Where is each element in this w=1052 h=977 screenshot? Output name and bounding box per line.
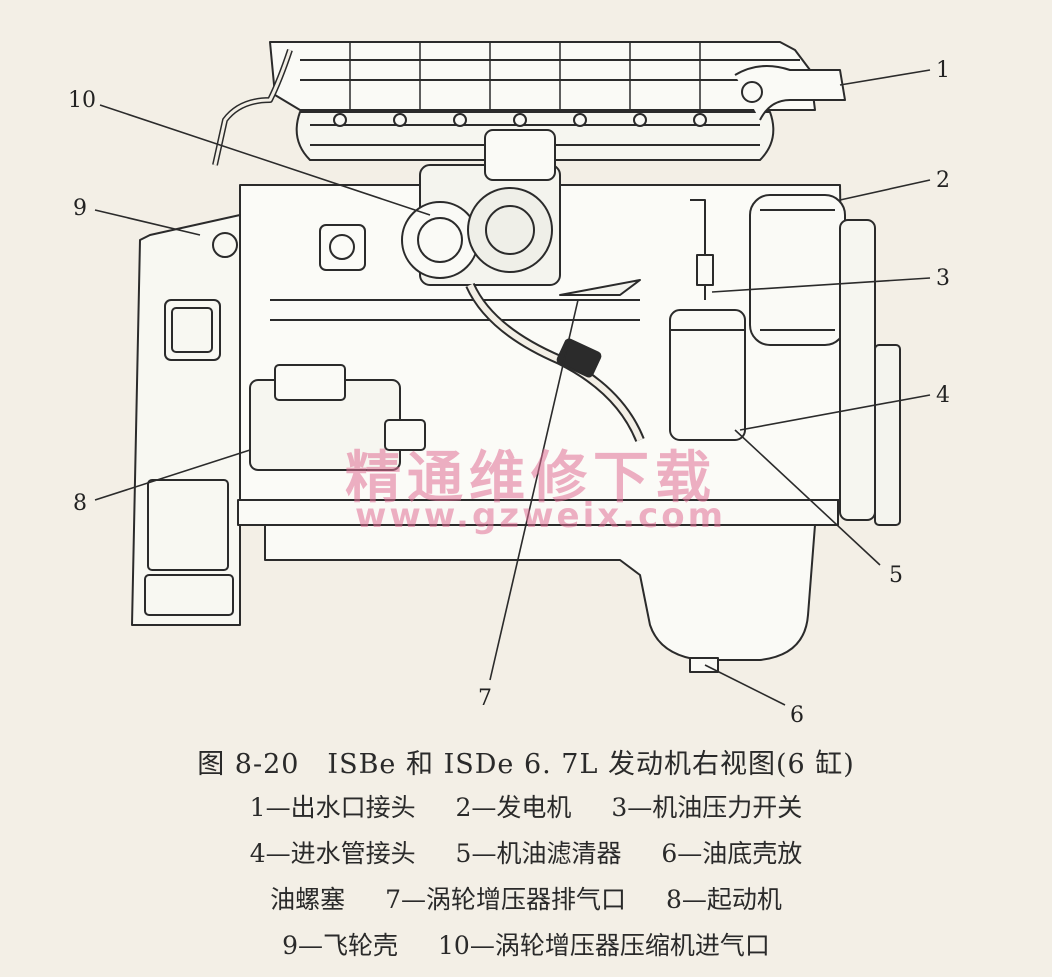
watermark: 精通维修下载 www.gzweix.com: [345, 446, 726, 536]
callout-5: 5: [889, 563, 903, 588]
legend-item: 3—机油压力开关: [611, 793, 803, 822]
legend-item: 9—飞轮壳: [282, 931, 399, 960]
watermark-url: www.gzweix.com: [355, 496, 726, 536]
legend-item: 7—涡轮增压器排气口: [385, 885, 627, 914]
legend-item: 6—油底壳放: [661, 839, 803, 868]
legend-item: 4—进水管接头: [249, 839, 416, 868]
callout-6: 6: [790, 703, 804, 728]
engine-drawing: [131, 41, 901, 673]
legend-item: 1—出水口接头: [249, 793, 416, 822]
legend-line-3: 油螺塞 7—涡轮增压器排气口 8—起动机: [0, 877, 1052, 923]
legend-item: 2—发电机: [455, 793, 572, 822]
callout-9: 9: [73, 196, 87, 221]
legend-item: 5—机油滤清器: [455, 839, 622, 868]
legend-item: 10—涡轮增压器压缩机进气口: [438, 931, 770, 960]
callout-labels: 1 2 3 4 5 6 7 8 9 10: [68, 58, 950, 728]
callout-4: 4: [936, 383, 950, 408]
callout-7: 7: [478, 686, 492, 711]
legend-item: 8—起动机: [665, 885, 782, 914]
callout-3: 3: [936, 266, 950, 291]
callout-1: 1: [936, 58, 950, 83]
legend-line-1: 1—出水口接头 2—发电机 3—机油压力开关: [0, 785, 1052, 831]
legend-item: 油螺塞: [270, 885, 346, 914]
figure-caption: 图 8-20 ISBe 和 ISDe 6. 7L 发动机右视图(6 缸) 1—出…: [0, 745, 1052, 969]
engine-right-view-diagram: 1 2 3 4 5 6 7 8 9 10 精通维修下载 www.gzweix.c…: [68, 41, 950, 728]
caption-title: 图 8-20 ISBe 和 ISDe 6. 7L 发动机右视图(6 缸): [197, 749, 855, 780]
callout-8: 8: [73, 491, 87, 516]
legend-line-2: 4—进水管接头 5—机油滤清器 6—油底壳放: [0, 831, 1052, 877]
watermark-text: 精通维修下载: [345, 446, 717, 511]
legend-line-4: 9—飞轮壳 10—涡轮增压器压缩机进气口: [0, 923, 1052, 969]
callout-10: 10: [68, 88, 96, 113]
leader-lines: [94, 69, 931, 706]
callout-2: 2: [936, 168, 950, 193]
